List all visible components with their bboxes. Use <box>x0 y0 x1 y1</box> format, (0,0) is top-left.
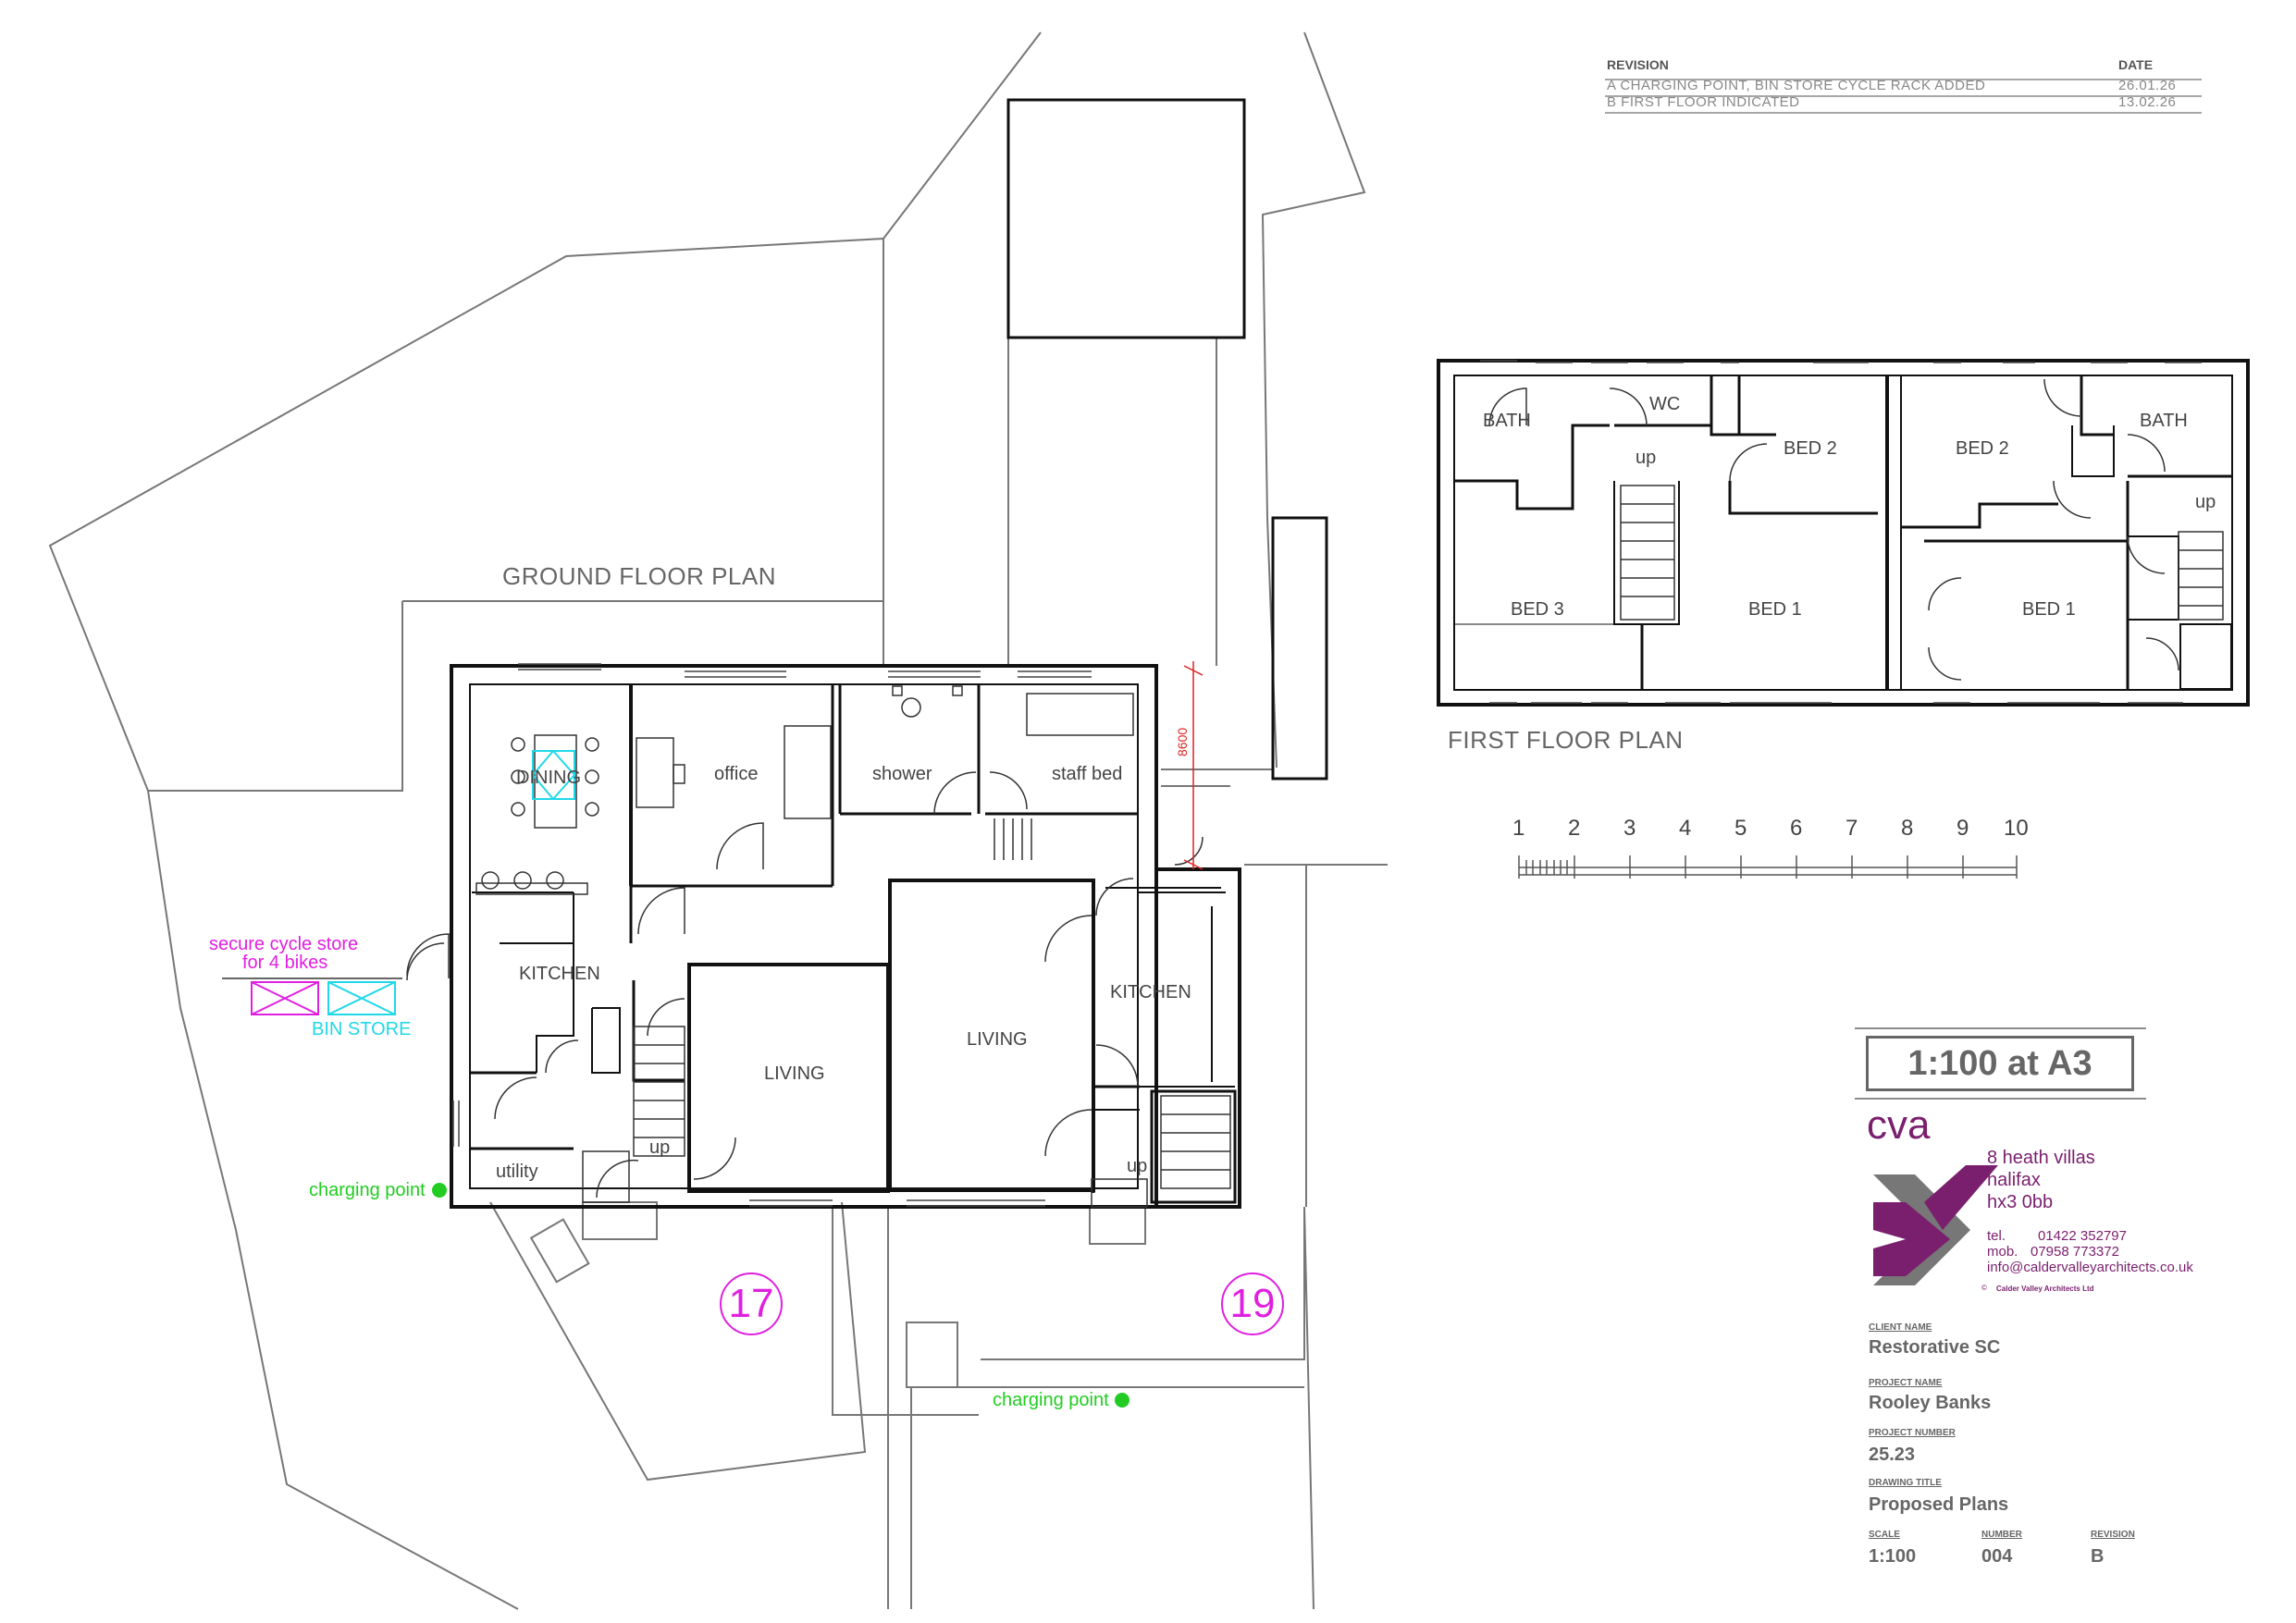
scale-note-brackets <box>1855 1027 2146 1100</box>
ff-room-bath-right: BATH <box>2140 411 2188 431</box>
client-name: Restorative SC <box>1869 1337 2001 1358</box>
project-number: 25.23 <box>1869 1445 1916 1465</box>
bin-store-symbol <box>327 750 575 1015</box>
tel-label: tel. <box>1987 1228 2006 1244</box>
scale-tick-4: 4 <box>1679 816 1692 841</box>
outbuilding <box>1006 98 1328 781</box>
ff-stair-up-left: up <box>1636 448 1657 468</box>
number-value: 004 <box>1981 1546 2013 1567</box>
furniture <box>475 685 1134 895</box>
charging-point-1-marker <box>432 1183 447 1198</box>
address-line-1: 8 heath villas <box>1987 1148 2095 1168</box>
first-floor-stairs <box>1620 485 2224 621</box>
scale-note-box: 1:100 at A3 <box>1866 1036 2134 1091</box>
ground-floor-walls <box>450 664 1241 1209</box>
bin-store-label: BIN STORE <box>312 1019 412 1039</box>
scale-label: SCALE <box>1869 1530 1900 1540</box>
first-floor-title: FIRST FLOOR PLAN <box>1448 726 1684 754</box>
ff-room-bed2-right: BED 2 <box>1956 438 2009 459</box>
address-line-3: hx3 0bb <box>1987 1192 2054 1212</box>
revision-row-b-date: 13.02.26 <box>2118 94 2177 110</box>
ff-room-wc: WC <box>1649 394 1681 414</box>
scale-tick-5: 5 <box>1734 816 1747 841</box>
number-label: NUMBER <box>1981 1530 2022 1540</box>
revision-row-a-date: 26.01.26 <box>2118 78 2177 93</box>
cycle-store-symbol <box>251 981 319 1015</box>
first-floor-walls <box>1437 359 2250 707</box>
cycle-store-label-line2: for 4 bikes <box>242 953 328 973</box>
revision-label: REVISION <box>2091 1530 2135 1540</box>
scale-value: 1:100 <box>1869 1546 1917 1567</box>
charging-point-label-1: charging point <box>309 1180 426 1200</box>
mob-label: mob. <box>1987 1244 2018 1260</box>
drawing-title-label: DRAWING TITLE <box>1869 1478 1942 1488</box>
email-link[interactable]: info@caldervalleyarchitects.co.uk <box>1987 1260 2193 1275</box>
scale-tick-6: 6 <box>1790 816 1803 841</box>
project-number-label: PROJECT NUMBER <box>1869 1428 1956 1438</box>
scale-tick-1: 1 <box>1512 816 1525 841</box>
ground-floor-windows <box>452 663 1092 1207</box>
address-line-2: halifax <box>1987 1170 2041 1190</box>
scale-tick-10: 10 <box>2004 816 2029 841</box>
revision-value: B <box>2091 1546 2105 1567</box>
project-name-label: PROJECT NAME <box>1869 1378 1943 1388</box>
revision-row-b: B FIRST FLOOR INDICATED <box>1607 94 1800 110</box>
stair-up-17: up <box>649 1137 671 1158</box>
dimension-label: 8600 <box>1175 727 1190 756</box>
copyright-text: Calder Valley Architects Ltd <box>1996 1285 2094 1293</box>
revision-header: REVISION <box>1607 57 1669 72</box>
site-boundary <box>48 31 1388 1610</box>
house-number-19: 19 <box>1221 1273 1284 1335</box>
revision-lines <box>1605 79 2202 114</box>
charging-point-label-2: charging point <box>993 1390 1109 1410</box>
ff-room-bath-left: BATH <box>1483 411 1531 431</box>
project-name: Rooley Banks <box>1869 1393 1992 1413</box>
ff-room-bed2-left: BED 2 <box>1784 438 1837 459</box>
scale-tick-2: 2 <box>1568 816 1581 841</box>
cycle-store-gate <box>222 933 450 979</box>
cva-logo-mark <box>1873 1165 1998 1285</box>
cva-logo-text: cva <box>1867 1102 1931 1148</box>
scale-tick-9: 9 <box>1957 816 1969 841</box>
scale-tick-7: 7 <box>1845 816 1858 841</box>
first-floor-doors <box>1488 378 2179 681</box>
room-dining: DINING <box>516 768 581 788</box>
room-living-19: LIVING <box>967 1029 1028 1050</box>
tel-number: 01422 352797 <box>2038 1228 2127 1244</box>
room-kitchen-17: KITCHEN <box>519 964 600 984</box>
room-shower: shower <box>872 764 932 784</box>
copyright-symbol: © <box>1981 1284 1987 1292</box>
ff-stair-up-right: up <box>2195 492 2216 512</box>
house-number-17: 17 <box>720 1273 783 1335</box>
ff-room-bed1-right: BED 1 <box>2022 599 2076 620</box>
client-name-label: CLIENT NAME <box>1869 1322 1932 1333</box>
stair-up-19: up <box>1127 1156 1148 1176</box>
room-utility: utility <box>496 1162 538 1182</box>
first-floor-windows <box>1480 360 2202 704</box>
drawing-title: Proposed Plans <box>1869 1494 2009 1515</box>
scale-tick-3: 3 <box>1623 816 1636 841</box>
cycle-store-label-line1: secure cycle store <box>209 934 359 954</box>
mob-number: 07958 773372 <box>2031 1244 2119 1260</box>
room-living-17: LIVING <box>764 1064 825 1084</box>
revision-row-a: A CHARGING POINT, BIN STORE CYCLE RACK A… <box>1607 78 1986 93</box>
scale-tick-8: 8 <box>1901 816 1914 841</box>
room-staff-bed: staff bed <box>1052 764 1123 784</box>
ground-floor-title: GROUND FLOOR PLAN <box>502 562 776 590</box>
dimension-line <box>1183 661 1204 870</box>
charging-point-2-marker <box>1115 1393 1129 1408</box>
date-header: DATE <box>2118 57 2154 72</box>
room-kitchen-19: KITCHEN <box>1110 982 1191 1002</box>
room-office: office <box>714 764 759 784</box>
ground-floor-doors <box>406 771 1204 1199</box>
ground-floor-stairs <box>582 1026 1231 1208</box>
scale-bar <box>1518 855 2018 879</box>
ff-room-bed3: BED 3 <box>1511 599 1564 620</box>
ff-room-bed1-left: BED 1 <box>1748 599 1802 620</box>
